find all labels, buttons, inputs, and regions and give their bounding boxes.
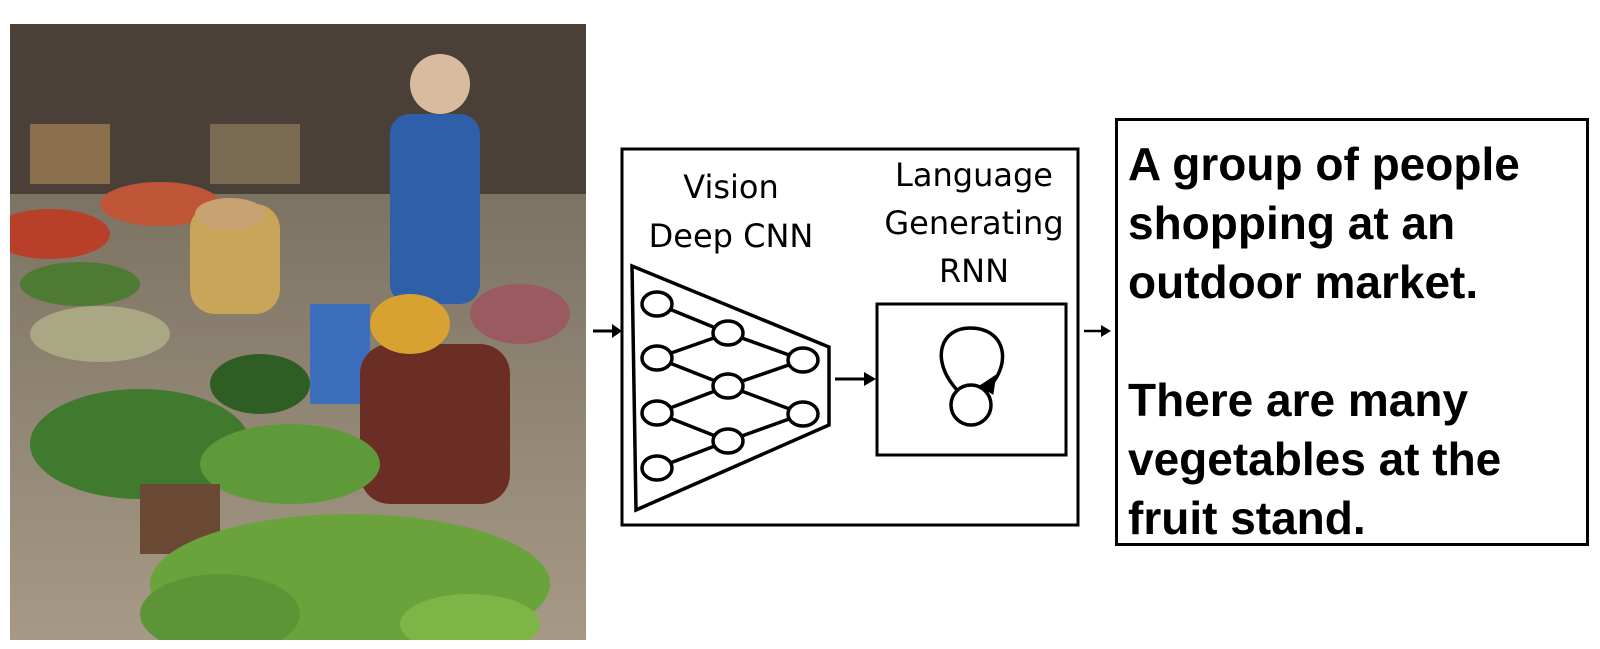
caption-line: shopping at an xyxy=(1128,197,1456,249)
caption-line: vegetables at the xyxy=(1128,433,1502,485)
arrow-icon xyxy=(593,324,622,338)
caption-line: outdoor market. xyxy=(1128,256,1479,308)
cnn-network-icon xyxy=(630,263,831,513)
caption-line: A group of people xyxy=(1128,138,1520,190)
vision-label-line1: Vision xyxy=(683,168,779,206)
caption-line: fruit stand. xyxy=(1128,492,1366,544)
arrow-icon xyxy=(835,372,876,386)
language-label-line1: Language xyxy=(895,156,1053,194)
arrow-icon xyxy=(1084,325,1111,337)
input-market-photo xyxy=(10,24,586,640)
model-box xyxy=(620,147,1080,527)
language-label-line3: RNN xyxy=(939,252,1009,290)
vision-label-line2: Deep CNN xyxy=(649,217,814,255)
recurrent-loop-icon xyxy=(939,326,1005,427)
caption-line: There are many xyxy=(1128,374,1469,426)
language-label-line2: Generating xyxy=(884,204,1063,242)
rnn-box xyxy=(875,302,1068,457)
output-caption-box: A group of people shopping at an outdoor… xyxy=(1115,118,1589,546)
